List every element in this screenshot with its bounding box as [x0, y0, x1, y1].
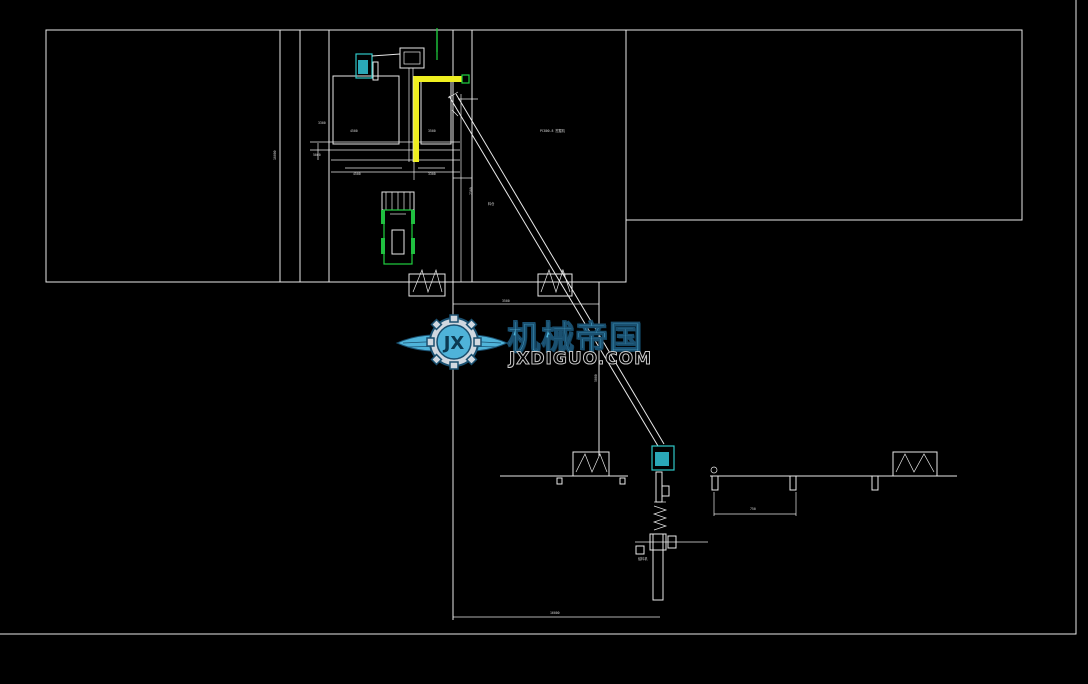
- haul-truck: [381, 191, 415, 265]
- svg-text:750: 750: [750, 507, 756, 511]
- svg-text:3300: 3300: [318, 121, 326, 125]
- site-outline: [45, 29, 1023, 620]
- inclined-belt-conveyor: 4500: [447, 91, 665, 447]
- svg-text:料仓: 料仓: [488, 201, 495, 206]
- svg-text:16000: 16000: [273, 150, 277, 160]
- drawing-frame: [0, 0, 1077, 635]
- ground-lines: [500, 466, 957, 491]
- svg-text:7360: 7360: [469, 187, 473, 195]
- svg-text:5000: 5000: [313, 153, 321, 157]
- excavator-top: [355, 47, 425, 162]
- svg-text:16000: 16000: [550, 611, 560, 615]
- svg-text:5000: 5000: [594, 374, 598, 382]
- svg-text:PC800-8 挖掘机: PC800-8 挖掘机: [540, 128, 566, 133]
- svg-text:3500: 3500: [428, 129, 436, 133]
- elevation-equipment: 给料机: [635, 445, 708, 601]
- dimension-lines: 3500 5000 16000 750: [453, 299, 797, 618]
- svg-text:给料机: 给料机: [638, 556, 648, 561]
- svg-text:4500: 4500: [350, 129, 358, 133]
- svg-text:3300: 3300: [428, 172, 436, 176]
- svg-text:3500: 3500: [502, 299, 510, 303]
- svg-text:4500: 4500: [353, 172, 361, 176]
- plan-interior-details: 4500 3500 4500 3300 PC800-8 挖掘机 料仓 16000…: [273, 75, 566, 282]
- watermark-logo: JX 机械帝国 JXDIGUO.COM: [395, 309, 695, 375]
- gear-wings-icon: JX: [395, 314, 509, 370]
- logo-letters: JX: [442, 333, 465, 354]
- watermark-english-text: JXDIGUO.COM: [508, 349, 653, 370]
- watermark-chinese-text: 机械帝国: [507, 318, 643, 358]
- svg-text:4500: 4500: [559, 268, 566, 277]
